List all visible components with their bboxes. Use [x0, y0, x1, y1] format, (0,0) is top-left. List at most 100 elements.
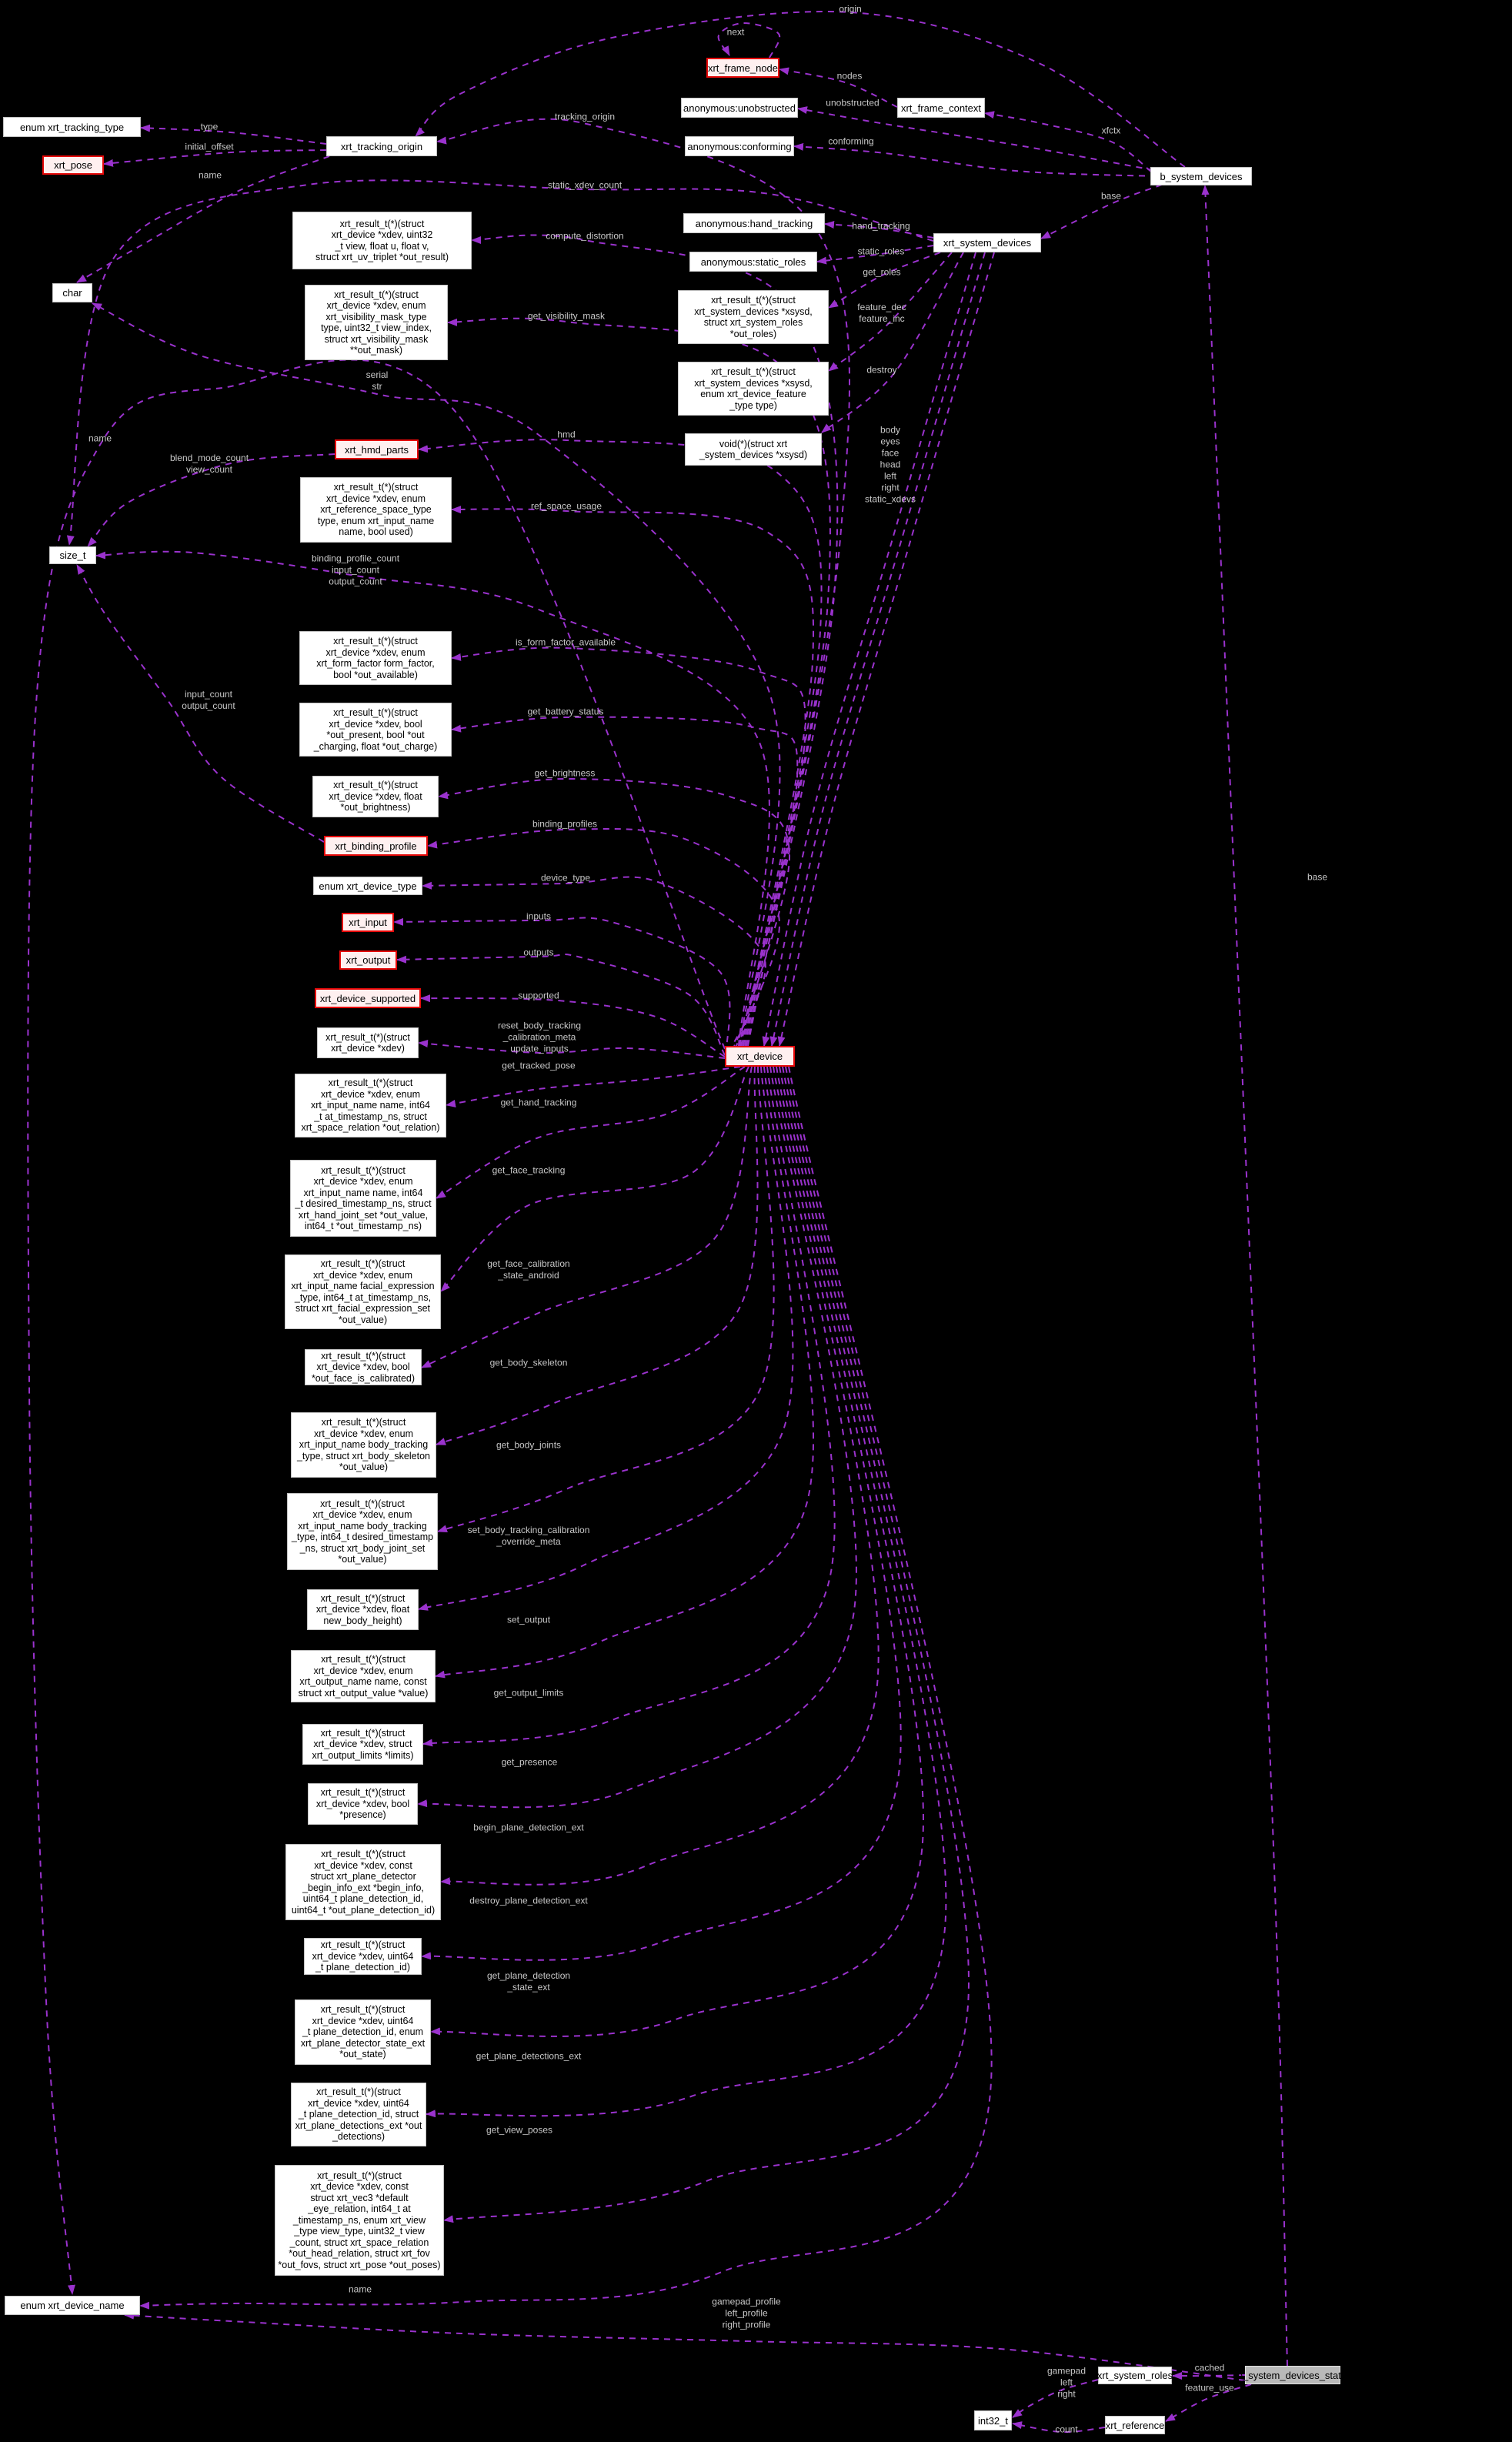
node-fn-plane-detections: xrt_result_t(*)(struct xrt_device *xdev,…: [291, 2083, 426, 2146]
node-enum-device-name[interactable]: enum xrt_device_name: [5, 2296, 140, 2315]
edge-serial-str: [92, 302, 781, 1047]
node-fn-facial-expression: xrt_result_t(*)(struct xrt_device *xdev,…: [285, 1254, 441, 1329]
node-int32-t: int32_t: [974, 2410, 1012, 2430]
edge-label-supported: supported: [518, 990, 559, 1001]
node-xrt-device[interactable]: xrt_device: [725, 1046, 795, 1067]
edge-label-name-bottom: name: [348, 2283, 372, 2295]
edge-label-type: type: [200, 121, 219, 132]
edge-label-unobstructed: unobstructed: [826, 97, 879, 109]
node-fn-plane-state: xrt_result_t(*)(struct xrt_device *xdev,…: [295, 1999, 431, 2065]
node-device-supported[interactable]: xrt_device_supported: [315, 988, 421, 1008]
edge-supported: [420, 994, 726, 1057]
node-anon-unobstructed: anonymous:unobstructed: [681, 98, 798, 118]
edge-label-xfctx: xfctx: [1101, 125, 1121, 136]
node-size-t: size_t: [49, 546, 96, 564]
node-fn-battery: xrt_result_t(*)(struct xrt_device *xdev,…: [299, 703, 452, 757]
edge-label-hmd: hmd: [557, 429, 576, 440]
edge-label-binding-counts: binding_profile_count input_count output…: [311, 553, 400, 587]
edge-label-static-roles: static_roles: [857, 246, 905, 257]
node-anon-conforming: anonymous:conforming: [685, 136, 794, 156]
edge-hmd: [418, 439, 823, 1047]
edge-label-profiles: gamepad_profile left_profile right_profi…: [712, 2296, 781, 2330]
node-anon-static-roles: anonymous:static_roles: [689, 252, 817, 272]
edge-label-name-top: name: [198, 169, 222, 181]
edge-label-is-form-factor-available: is_form_factor_available: [515, 636, 616, 648]
node-frame-node[interactable]: xrt_frame_node: [706, 58, 779, 78]
node-xrt-system-devices[interactable]: xrt_system_devices: [933, 233, 1041, 252]
edge-label-get-face-tracking: get_face_tracking: [492, 1164, 566, 1176]
node-fn-output-limits: xrt_result_t(*)(struct xrt_device *xdev,…: [302, 1724, 423, 1765]
edge-inputs: [393, 917, 731, 1054]
edge-get-body-joints: [437, 1066, 775, 1532]
edge-destroy: [821, 252, 964, 433]
edge-sysdev-xdev-3: [777, 252, 995, 1047]
edge-get-plane-detections-ext: [426, 1066, 947, 2118]
node-system-roles[interactable]: xrt_system_roles: [1097, 2367, 1173, 2384]
edge-label-get-hand-tracking: get_hand_tracking: [500, 1097, 577, 1108]
edge-label-device-members: body eyes face head left right static_xd…: [864, 424, 916, 505]
edge-name-top: [76, 155, 330, 283]
edge-tracking-origin: [436, 118, 851, 1047]
edge-static-roles: [816, 245, 934, 265]
edge-label-reset-update: reset_body_tracking _calibration_meta up…: [497, 1020, 582, 1054]
node-binding-profile[interactable]: xrt_binding_profile: [324, 836, 428, 856]
node-fn-form-factor: xrt_result_t(*)(struct xrt_device *xdev,…: [299, 631, 452, 685]
edge-reset-update: [418, 1040, 726, 1059]
edge-label-blend-mode-view-count: blend_mode_count view_count: [169, 453, 249, 475]
node-hmd-parts[interactable]: xrt_hmd_parts: [335, 439, 419, 459]
edge-label-tracking-origin: tracking_origin: [554, 111, 616, 122]
edge-label-binding-profiles: binding_profiles: [532, 818, 598, 830]
edge-input-output-count: [76, 564, 325, 843]
edge-profiles: [124, 2311, 1246, 2381]
edge-sysdev-xdev-1: [762, 252, 976, 1047]
node-xrt-input[interactable]: xrt_input: [342, 913, 394, 932]
edge-label-next: next: [726, 26, 745, 38]
edge-type: [140, 124, 327, 145]
edge-label-serial-str: serial str: [365, 369, 389, 392]
edge-label-base-top: base: [1100, 190, 1122, 202]
node-fn-face-calibrated: xrt_result_t(*)(struct xrt_device *xdev,…: [305, 1349, 422, 1385]
edge-label-feature-use: feature_use: [1185, 2382, 1234, 2394]
edge-get-presence: [417, 1066, 857, 1809]
node-xrt-pose[interactable]: xrt_pose: [42, 155, 104, 175]
node-xrt-reference[interactable]: xrt_reference: [1105, 2416, 1165, 2434]
node-enum-tracking-type[interactable]: enum xrt_tracking_type: [3, 117, 141, 137]
node-fn-output-value: xrt_result_t(*)(struct xrt_device *xdev,…: [291, 1650, 436, 1702]
edge-label-hand-tracking: hand_tracking: [852, 220, 910, 232]
edge-label-count: count: [1055, 2424, 1078, 2435]
edge-outputs: [396, 953, 726, 1056]
edge-get-face-tracking: [440, 1066, 749, 1292]
edge-label-ref-space-usage: ref_space_usage: [530, 500, 602, 512]
node-b-system-devices[interactable]: b_system_devices: [1150, 167, 1252, 185]
edge-label-initial-offset: initial_offset: [185, 141, 234, 152]
edge-get-face-calibration: [421, 1066, 753, 1368]
edge-get-tracked-pose: [446, 1066, 741, 1107]
edge-label-get-roles: get_roles: [863, 266, 901, 278]
edge-label-get-visibility-mask: get_visibility_mask: [527, 310, 606, 322]
edge-get-output-limits: [422, 1066, 836, 1747]
node-xrt-output[interactable]: xrt_output: [339, 950, 397, 970]
node-fn-presence: xrt_result_t(*)(struct xrt_device *xdev,…: [308, 1783, 418, 1825]
node-fn-device-feature: xrt_result_t(*)(struct xrt_system_device…: [678, 362, 829, 416]
edge-ref-space-usage: [451, 506, 815, 1047]
edge-feature-dec-inc: [828, 252, 953, 372]
node-fn-view-poses: xrt_result_t(*)(struct xrt_device *xdev,…: [275, 2165, 444, 2276]
edge-get-roles: [828, 252, 941, 309]
edge-label-name-left: name: [88, 433, 112, 444]
node-fn-body-joint: xrt_result_t(*)(struct xrt_device *xdev,…: [287, 1493, 438, 1570]
edge-label-get-face-calibration: get_face_calibration _state_android: [487, 1258, 570, 1281]
edge-label-begin-plane-detection-ext: begin_plane_detection_ext: [473, 1822, 584, 1833]
edge-get-battery-status: [451, 716, 799, 1049]
node-tracking-origin[interactable]: xrt_tracking_origin: [326, 136, 437, 156]
edge-binding-profiles: [427, 827, 781, 1051]
edge-base-right: [1201, 185, 1288, 2367]
edge-label-outputs: outputs: [523, 947, 554, 958]
edge-label-static-xdev-count: static_xdev_count: [547, 179, 622, 191]
edge-label-get-body-joints: get_body_joints: [496, 1439, 562, 1451]
edge-name-left: [27, 359, 726, 2295]
node-frame-context[interactable]: xrt_frame_context: [897, 98, 985, 118]
edge-set-output: [435, 1066, 814, 1679]
node-enum-device-type[interactable]: enum xrt_device_type: [313, 877, 422, 895]
node-fn-body-skeleton: xrt_result_t(*)(struct xrt_device *xdev,…: [291, 1412, 436, 1478]
node-char: char: [52, 283, 92, 302]
